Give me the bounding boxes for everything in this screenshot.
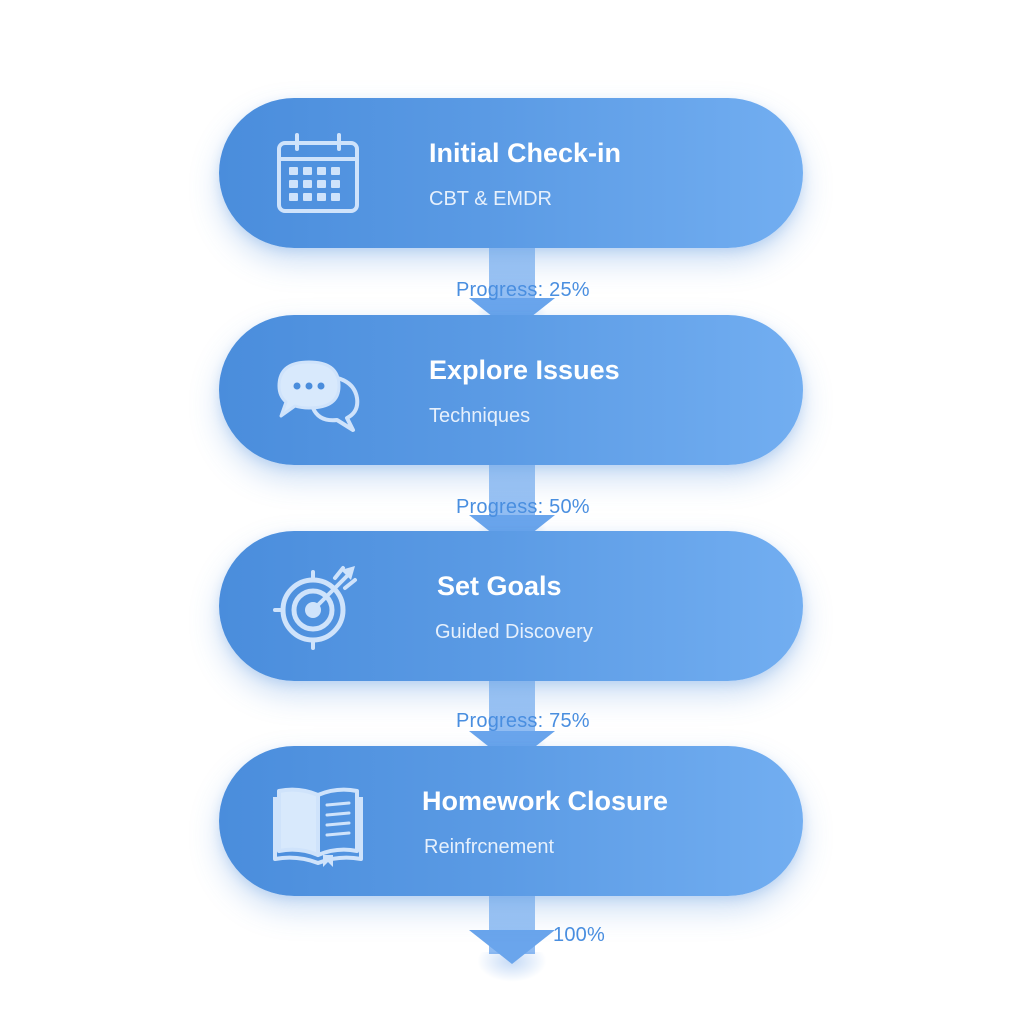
step-card-explore-issues: Explore Issues Techniques (219, 315, 803, 465)
step-card-initial-check-in: Initial Check-in CBT & EMDR (219, 98, 803, 248)
step-subtitle: Reinfrcnement (424, 836, 555, 858)
step-title: Explore Issues (429, 355, 620, 385)
step-title: Homework Closure (422, 786, 669, 816)
step-subtitle: Guided Discovery (435, 621, 593, 643)
calendar-icon (277, 133, 359, 213)
progress-label-1: Progress: 25% (456, 279, 590, 301)
connector-shaft (489, 679, 535, 739)
step-title: Set Goals (437, 571, 562, 601)
progress-label-2: Progress: 50% (456, 496, 590, 518)
target-icon (273, 566, 357, 650)
step-card-set-goals: Set Goals Guided Discovery (219, 531, 803, 681)
step-title: Initial Check-in (429, 138, 622, 168)
arrow-down-icon (469, 930, 555, 964)
book-icon (273, 787, 363, 867)
progress-label-3: Progress: 75% (456, 710, 590, 732)
chat-bubbles-icon (277, 360, 360, 432)
step-subtitle: Techniques (429, 405, 531, 427)
step-card-homework-closure: Homework Closure Reinfrcnement (219, 746, 803, 896)
connector-shaft (489, 246, 535, 306)
progress-label-4: 100% (553, 924, 605, 946)
step-subtitle: CBT & EMDR (429, 188, 552, 210)
connector-shaft (489, 463, 535, 523)
